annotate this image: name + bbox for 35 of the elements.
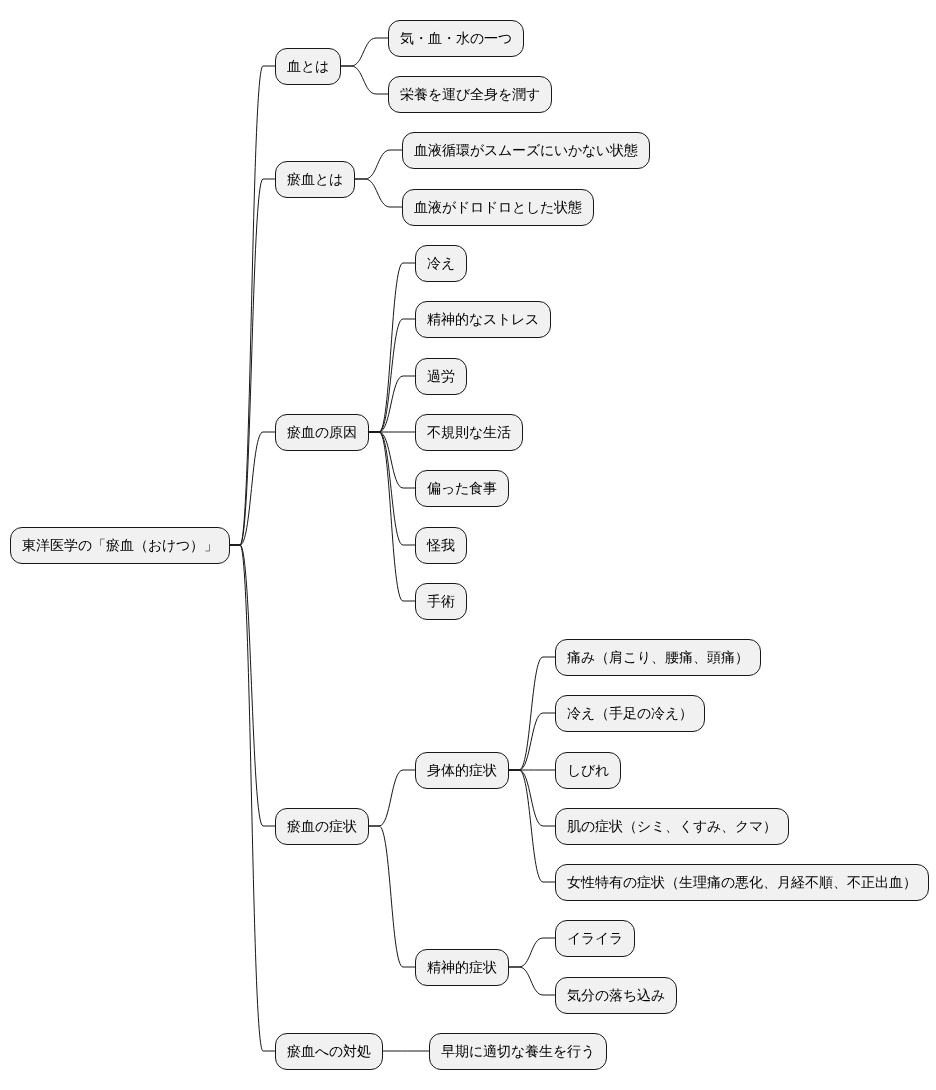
topic-box: 精神的なストレス xyxy=(415,300,551,338)
topic-box: 瘀血の症状 xyxy=(275,807,369,845)
topic-box: 偏った食事 xyxy=(415,469,509,507)
topic-box: 早期に適切な養生を行う xyxy=(429,1032,607,1070)
topic-box: 過労 xyxy=(415,357,467,395)
central-topic-box: 東洋医学の「瘀血（おけつ）」 xyxy=(10,526,230,564)
topic-box: 気・血・水の一つ xyxy=(388,19,524,57)
topic-box: 不規則な生活 xyxy=(415,413,523,451)
topic-box: 栄養を運び全身を潤す xyxy=(388,75,552,113)
connector-line xyxy=(382,1050,430,1052)
topic-box: 手術 xyxy=(415,582,467,620)
topic-box: 怪我 xyxy=(415,526,467,564)
topic-box: 精神的症状 xyxy=(415,948,509,986)
topic-box: 身体的症状 xyxy=(415,751,509,789)
topic-box: しびれ xyxy=(555,751,621,789)
topic-box: 瘀血への対処 xyxy=(275,1032,383,1070)
connector-line xyxy=(368,825,416,968)
topic-box: 痛み（肩こり、腰痛、頭痛） xyxy=(555,638,761,676)
connector-line xyxy=(508,769,556,883)
topic-box: 肌の症状（シミ、くすみ、クマ） xyxy=(555,807,789,845)
topic-box: 気分の落ち込み xyxy=(555,976,677,1014)
topic-box: 血液がドロドロとした状態 xyxy=(402,188,594,226)
topic-box: 血液循環がスムーズにいかない状態 xyxy=(402,131,650,169)
topic-box: イライラ xyxy=(555,919,635,957)
connector-line xyxy=(229,544,276,1052)
connector-line xyxy=(368,431,416,602)
topic-box: 冷え xyxy=(415,244,467,282)
topic-box: 女性特有の症状（生理痛の悪化、月経不順、不正出血） xyxy=(555,863,929,901)
connector-line xyxy=(508,966,556,996)
topic-box: 冷え（手足の冷え） xyxy=(555,694,705,732)
connector-line xyxy=(354,178,403,208)
connector-line xyxy=(340,65,389,95)
topic-box: 瘀血の原因 xyxy=(275,413,369,451)
topic-box: 瘀血とは xyxy=(275,160,355,198)
topic-box: 血とは xyxy=(275,47,341,85)
